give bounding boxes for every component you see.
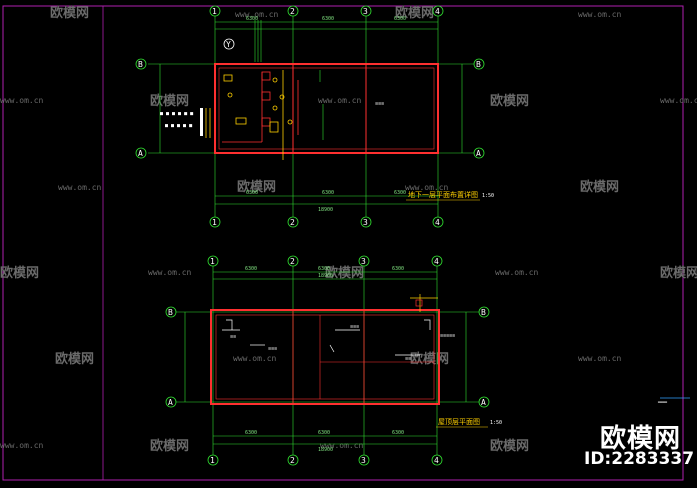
- svg-text:www.om.cn: www.om.cn: [405, 183, 449, 192]
- svg-text:www.om.cn: www.om.cn: [235, 10, 279, 19]
- svg-text:A: A: [138, 149, 143, 158]
- svg-text:欧模网: 欧模网: [660, 265, 697, 281]
- svg-text:www.om.cn: www.om.cn: [578, 354, 622, 363]
- svg-text:4: 4: [434, 257, 439, 266]
- svg-text:Y: Y: [226, 40, 231, 49]
- svg-text:欧模网: 欧模网: [55, 351, 94, 367]
- svg-text:6300: 6300: [246, 16, 258, 22]
- upper-outer-wall: [214, 63, 439, 154]
- svg-text:www.om.cn: www.om.cn: [320, 441, 364, 450]
- svg-text:A: A: [476, 149, 481, 158]
- svg-text:A: A: [481, 398, 486, 407]
- svg-text:B: B: [476, 60, 481, 69]
- svg-text:欧模网: 欧模网: [395, 5, 434, 21]
- svg-text:4: 4: [435, 218, 440, 227]
- svg-text:欧模网: 欧模网: [150, 93, 189, 109]
- svg-text:2: 2: [290, 7, 295, 16]
- svg-text:www.om.cn: www.om.cn: [318, 96, 362, 105]
- svg-text:3: 3: [361, 257, 366, 266]
- svg-text:www.om.cn: www.om.cn: [148, 268, 192, 277]
- watermark-brand-logo: 欧模网: [600, 424, 682, 454]
- drawing-frame: [2, 5, 684, 481]
- svg-text:2: 2: [290, 456, 295, 465]
- svg-text:www.om.cn: www.om.cn: [0, 441, 44, 450]
- svg-text:≡≡≡: ≡≡≡: [268, 346, 277, 352]
- upper-plan-scale: 1:50: [482, 193, 494, 199]
- svg-text:欧模网: 欧模网: [0, 265, 39, 281]
- upper-plan-title: 地下一层平面布置详图: [408, 190, 478, 199]
- svg-text:■ ■ ■ ■ ■ ■: ■ ■ ■ ■ ■ ■: [160, 111, 193, 117]
- svg-text:═══: ═══: [657, 400, 668, 406]
- svg-text:≡≡≡: ≡≡≡: [350, 324, 359, 330]
- svg-text:A: A: [168, 398, 173, 407]
- svg-text:1: 1: [212, 7, 217, 16]
- lower-plan: ≡≡≡≡≡ ≡≡ ≡≡≡ ≡≡≡ ≡≡ 1 2 3 4 1 2 3 4 B A …: [165, 255, 690, 466]
- svg-text:6300: 6300: [246, 190, 258, 196]
- svg-text:www.om.cn: www.om.cn: [578, 10, 622, 19]
- lower-plan-scale: 1:50: [490, 420, 502, 426]
- upper-axis-bubbles: [135, 5, 485, 228]
- svg-text:6300: 6300: [318, 266, 330, 272]
- svg-text:■ ■ ■ ■ ■: ■ ■ ■ ■ ■: [165, 123, 192, 129]
- svg-text:www.om.cn: www.om.cn: [660, 96, 697, 105]
- watermark-layer: 欧模网 www.om.cn 欧模网 www.om.cn www.om.cn 欧模…: [0, 5, 697, 454]
- svg-text:3: 3: [361, 456, 366, 465]
- svg-text:6300: 6300: [394, 16, 406, 22]
- svg-text:4: 4: [434, 456, 439, 465]
- svg-text:≡≡: ≡≡: [405, 356, 411, 362]
- lower-grid-lines: [176, 266, 480, 455]
- svg-text:18900: 18900: [318, 273, 333, 279]
- lower-axis-bubbles: [165, 255, 490, 466]
- svg-text:6300: 6300: [392, 430, 404, 436]
- svg-text:欧模网: 欧模网: [580, 179, 619, 195]
- lower-plan-title: 屋顶层平面图: [438, 418, 480, 426]
- svg-text:1: 1: [212, 218, 217, 227]
- svg-text:欧模网: 欧模网: [410, 351, 449, 367]
- svg-text:1: 1: [210, 456, 215, 465]
- svg-text:2: 2: [290, 218, 295, 227]
- svg-text:www.om.cn: www.om.cn: [0, 96, 44, 105]
- watermark-id-label: ID:2283337: [584, 449, 695, 469]
- svg-text:18900: 18900: [318, 447, 333, 453]
- upper-note: ≡≡≡: [375, 101, 384, 107]
- svg-text:www.om.cn: www.om.cn: [495, 268, 539, 277]
- upper-plan: ■ ■ ■ ■ ■ ■ ■ ■ ■ ■ ■ ≡≡≡ Y 1 2 3 4 1 2 …: [135, 5, 494, 228]
- svg-text:欧模网: 欧模网: [50, 5, 89, 21]
- upper-equipment: [205, 70, 299, 160]
- svg-text:B: B: [481, 308, 486, 317]
- upper-y-marker: [223, 38, 235, 50]
- svg-text:6300: 6300: [245, 430, 257, 436]
- svg-text:≡≡≡≡≡: ≡≡≡≡≡: [440, 333, 455, 339]
- svg-text:6300: 6300: [394, 190, 406, 196]
- svg-text:6300: 6300: [322, 16, 334, 22]
- svg-text:18900: 18900: [318, 207, 333, 213]
- svg-text:3: 3: [363, 218, 368, 227]
- svg-text:2: 2: [290, 257, 295, 266]
- svg-text:欧模网: 欧模网: [237, 179, 276, 195]
- svg-text:www.om.cn: www.om.cn: [233, 354, 277, 363]
- svg-text:B: B: [168, 308, 173, 317]
- svg-text:3: 3: [363, 7, 368, 16]
- svg-text:欧模网: 欧模网: [490, 93, 529, 109]
- lower-fixtures: [222, 319, 431, 356]
- upper-inner-wall: [218, 67, 435, 150]
- svg-text:6300: 6300: [322, 190, 334, 196]
- lower-outer-wall: [210, 309, 440, 405]
- svg-text:B: B: [138, 60, 143, 69]
- svg-text:6300: 6300: [318, 430, 330, 436]
- svg-text:4: 4: [435, 7, 440, 16]
- svg-text:欧模网: 欧模网: [490, 438, 529, 454]
- svg-text:6300: 6300: [392, 266, 404, 272]
- svg-text:1: 1: [210, 257, 215, 266]
- svg-text:6300: 6300: [245, 266, 257, 272]
- svg-text:≡≡: ≡≡: [230, 334, 236, 340]
- svg-text:欧模网: 欧模网: [325, 265, 364, 281]
- svg-text:www.om.cn: www.om.cn: [58, 183, 102, 192]
- svg-text:欧模网: 欧模网: [150, 438, 189, 454]
- lower-inner-wall: [215, 314, 435, 400]
